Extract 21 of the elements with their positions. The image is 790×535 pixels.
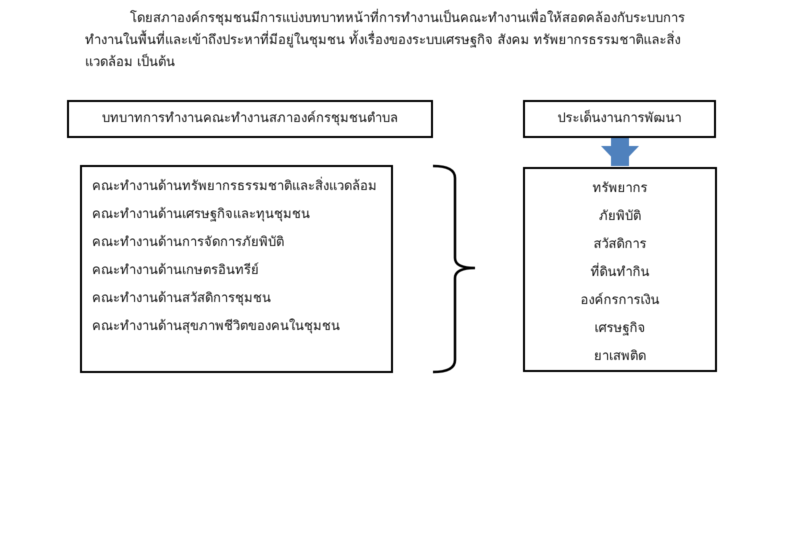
arrow — [601, 138, 639, 166]
text-box — [67, 100, 433, 138]
list-item-text: สวัสดิการ — [592, 236, 648, 254]
list-item-text: ที่ดินทำกิน — [525, 259, 715, 287]
list-item-text: คณะทำงานด้านทรัพยากรธรรมชาติและสิ่งแวดล้อม — [92, 173, 381, 201]
paragraph-text: โดยสภาองค์กรชุมชนมีการแบ่งบทบาทหน้าที่การทำงานเป็นคณะทำงานเพื่อให้สอดคล้องกับระบบการทำงานในพื้นที่และเข้าถึงประหาที่มีอยู่ในชุมชน ทั้งเรื่องของระบบเศรษฐกิจ สังคม ทรัพยากรธรรมชาติและสิ่งแวดล้อม เป็นต้น — [85, 8, 710, 74]
heading-text: ประเด็นงานการพัฒนา — [556, 108, 682, 128]
list-item-text: คณะทำงานด้านการจัดการภัยพิบัติ — [92, 234, 285, 252]
list-item-text: คณะทำงานด้านเกษตรอินทรีย์ — [92, 262, 260, 280]
list-item-text: คณะทำงานด้านเศรษฐกิจและทุนชุมชน — [92, 206, 311, 224]
text-box — [80, 165, 393, 373]
list-item-text: คณะทำงานด้านสวัสดิการชุมชน — [92, 290, 272, 308]
text-box — [523, 100, 716, 138]
list-item-text: ทรัพยากร — [592, 180, 648, 198]
list-item-text: ภัยพิบัติ — [598, 208, 642, 226]
heading-text: บทบาทการทำงานคณะทำงานสภาองค์กรชุมชนตำบล — [101, 110, 399, 128]
text-box — [523, 167, 717, 372]
list-item-text: องค์กรการเงิน — [580, 292, 660, 310]
list-item-text: คณะทำงานด้านสุขภาพชีวิตของคนในชุมชน — [92, 318, 341, 336]
list-item-text: ยาเสพติด — [593, 348, 647, 366]
list-item-text: เศรษฐกิจ — [594, 320, 646, 338]
